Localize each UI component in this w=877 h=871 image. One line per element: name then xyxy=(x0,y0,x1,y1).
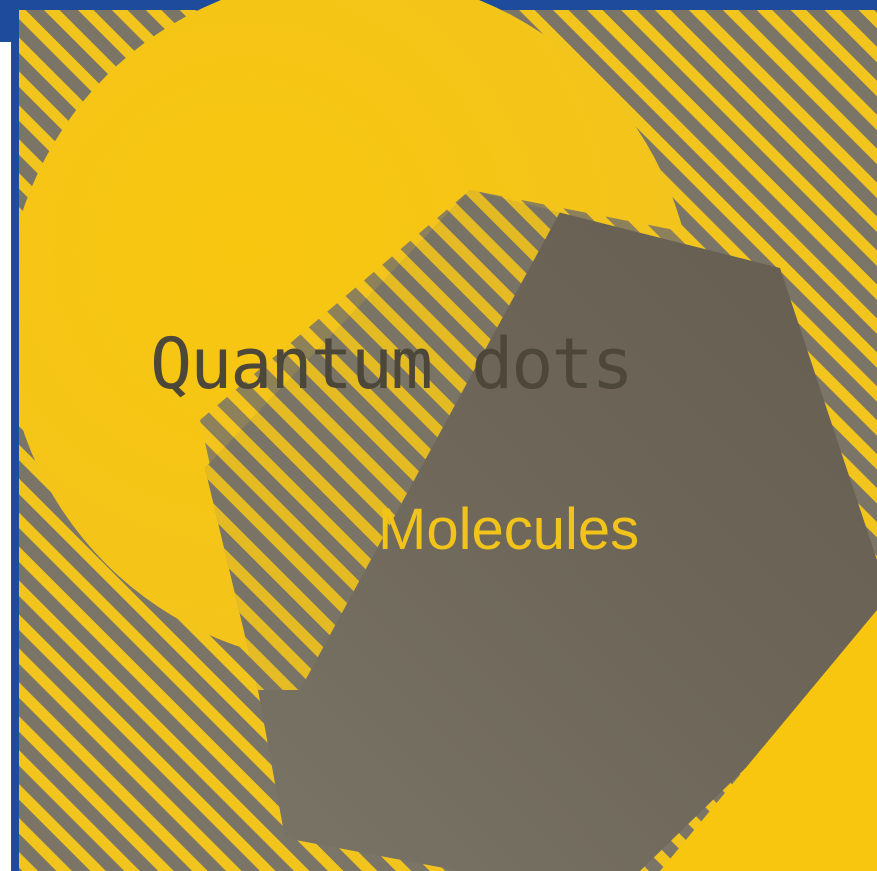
yellow-corner xyxy=(660,610,877,871)
label-quantum-dots: Quantum dots xyxy=(150,323,632,405)
label-molecules: Molecules xyxy=(378,497,639,562)
hexagon-stripe-band xyxy=(205,190,560,690)
white-margin xyxy=(0,42,11,871)
artwork-area: Quantum dots Molecules xyxy=(19,0,877,871)
